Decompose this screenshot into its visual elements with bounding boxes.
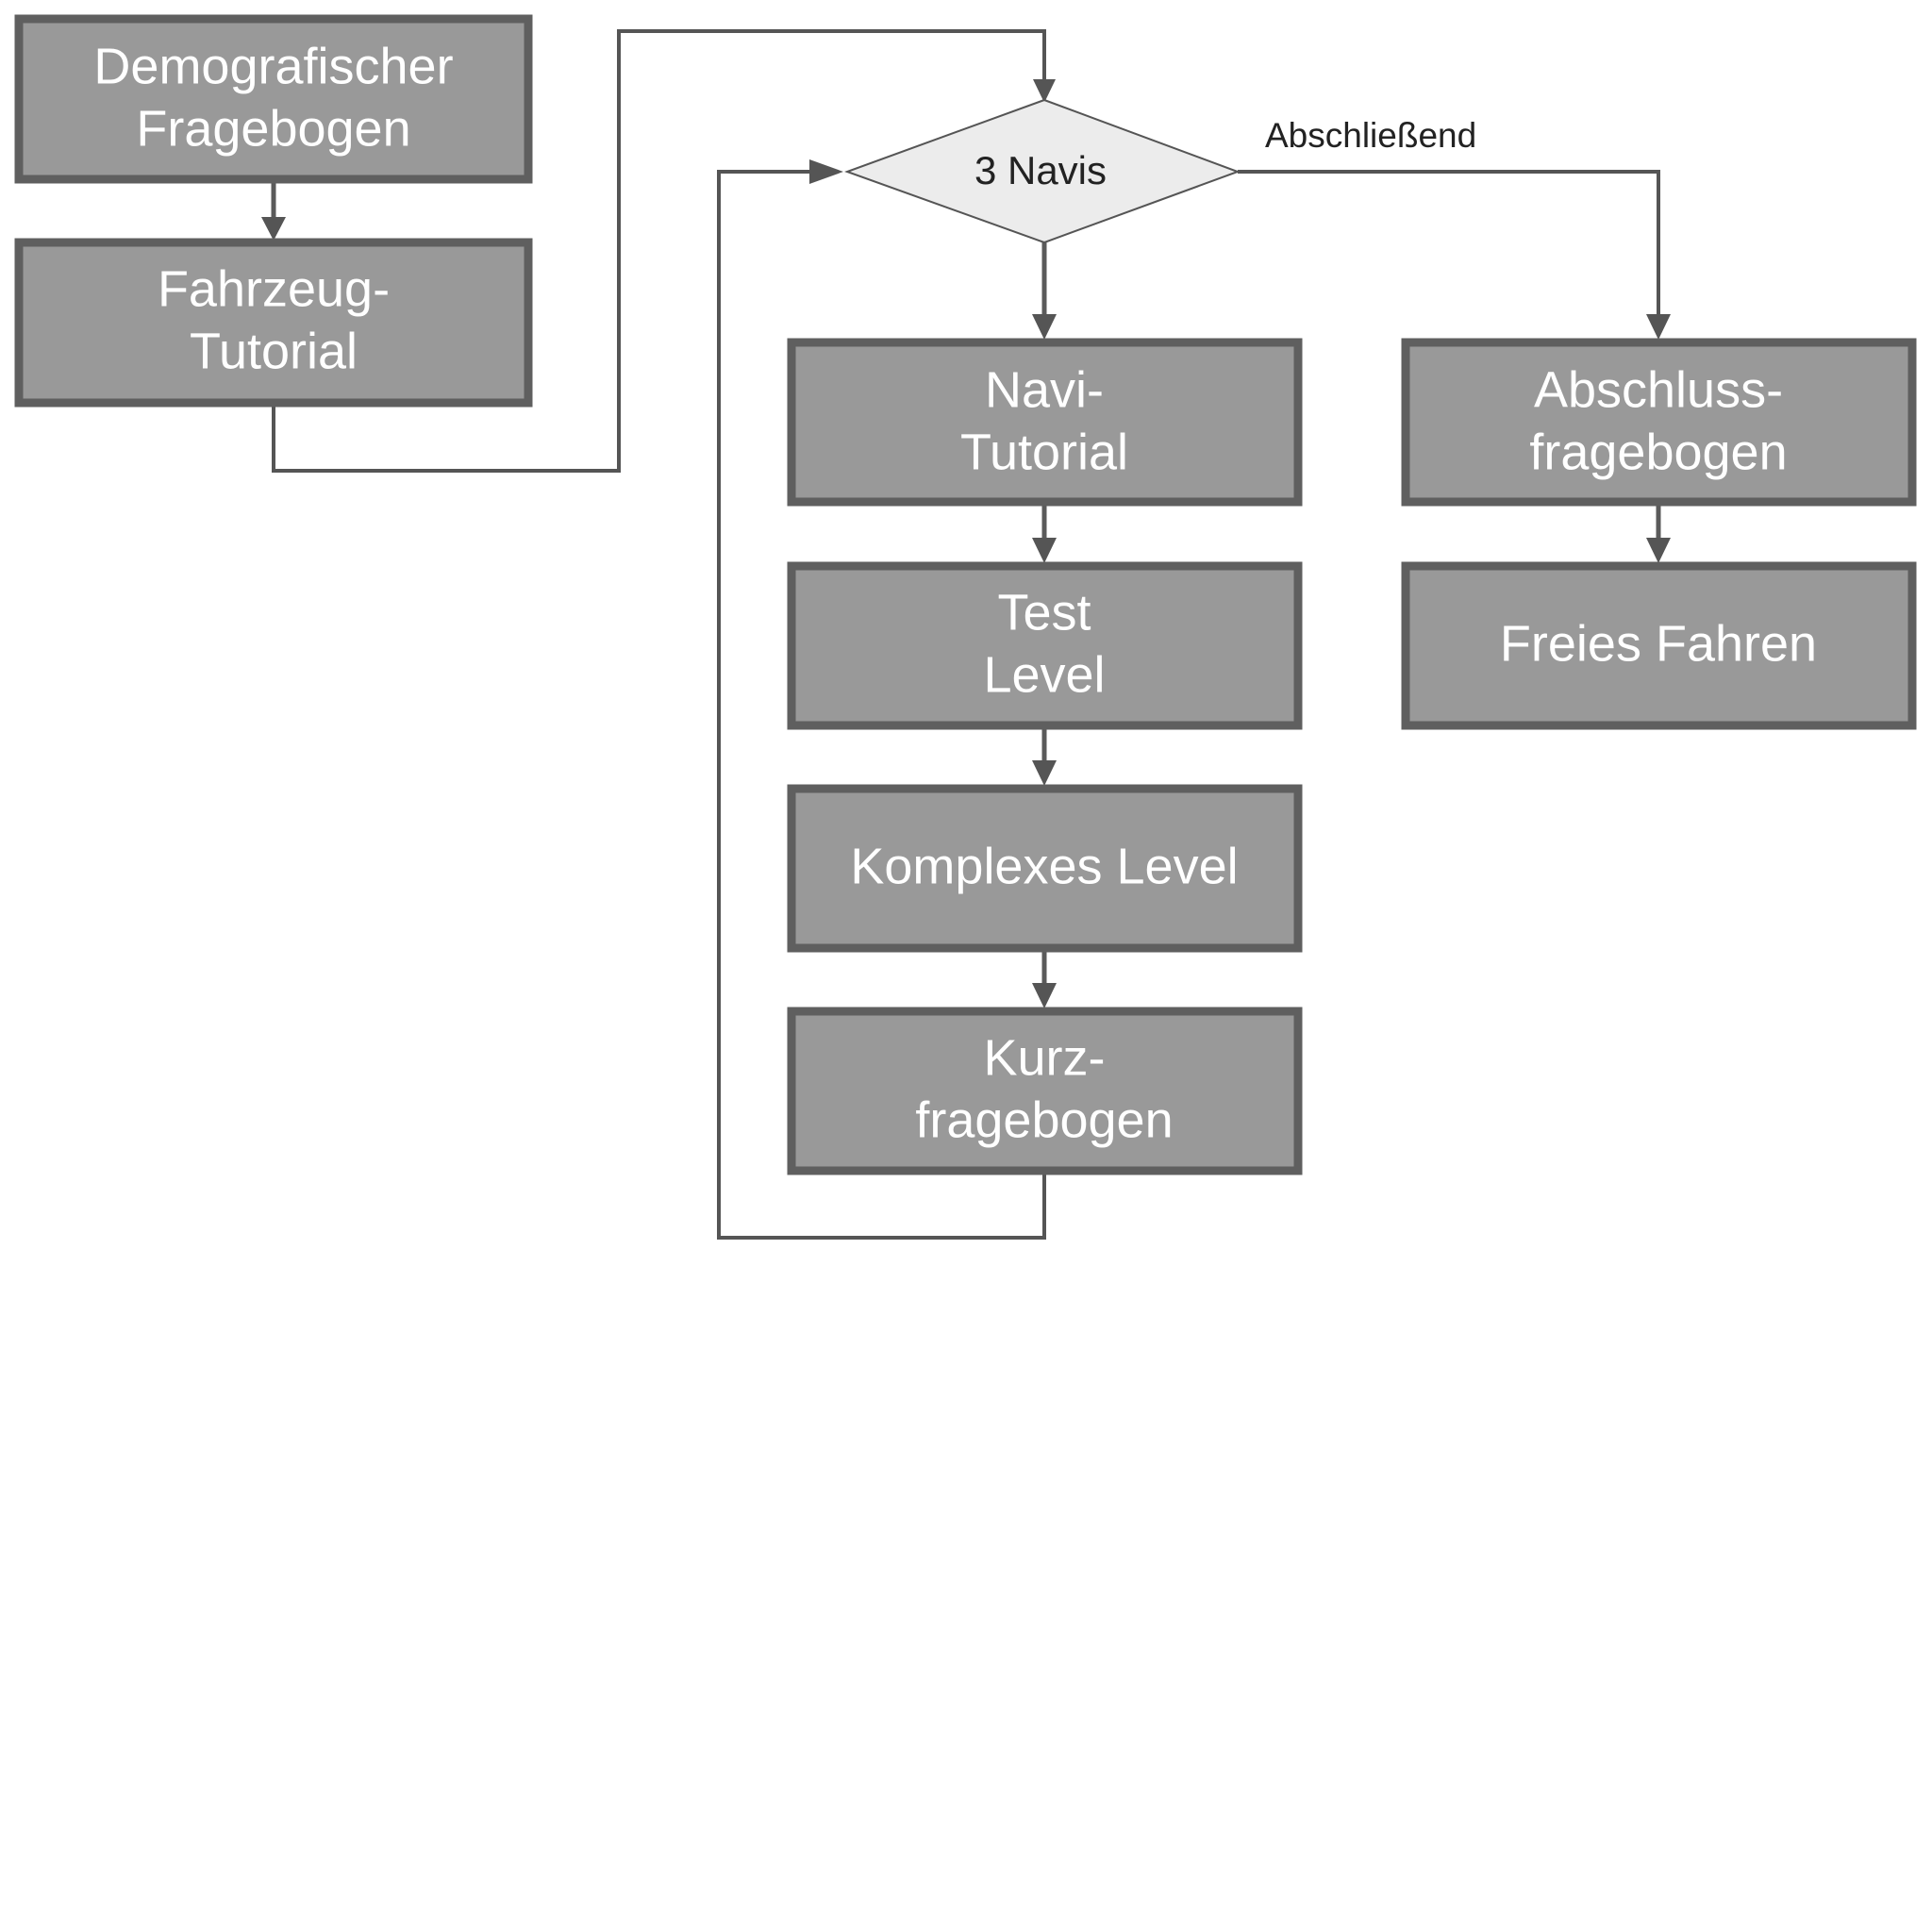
box-test-level [787, 561, 1303, 730]
process-box-test-level: Test Level [787, 561, 1303, 730]
arrow-head-loop-into-decision [809, 159, 843, 184]
box-label-line-2: Fragebogen [136, 100, 410, 157]
box-label-line-2: Tutorial [190, 323, 358, 379]
process-box-abschlussfragebogen: Abschluss- fragebogen [1401, 338, 1917, 507]
box-label-line-1: Abschluss- [1534, 361, 1783, 418]
box-kurzfragebogen [787, 1007, 1303, 1175]
arrow-head-navi-to-test [1032, 538, 1057, 563]
box-label-line-1: Demografischer [93, 38, 453, 94]
process-box-navi-tutorial: Navi- Tutorial [787, 338, 1303, 507]
box-abschlussfragebogen [1401, 338, 1917, 507]
process-box-demografischer-fragebogen: Demografischer Fragebogen [14, 14, 533, 184]
arrow-head-demografisch-to-fahrzeug [261, 217, 286, 241]
decision-label: 3 Navis [974, 148, 1107, 192]
box-label-line-2: fragebogen [1529, 424, 1787, 480]
box-label-line-2: Level [983, 646, 1105, 703]
decision-node: 3 Navis [844, 98, 1241, 244]
process-box-fahrzeug-tutorial: Fahrzeug- Tutorial [14, 238, 533, 408]
arrow-head-test-to-komplexes [1032, 760, 1057, 786]
box-label-line-1: Komplexes Level [850, 838, 1238, 894]
box-label-line-1: Fahrzeug- [158, 260, 390, 317]
process-box-kurzfragebogen: Kurz- fragebogen [787, 1007, 1303, 1175]
arrow-head-into-decision-top [1033, 79, 1056, 103]
connector-decision-to-abschluss [1238, 170, 1660, 323]
connector-fahrzeug-to-decision [272, 29, 1046, 473]
box-freies-fahren [1401, 561, 1917, 730]
box-demografischer-fragebogen [14, 14, 533, 184]
arrow-head-abschluss-to-freies [1646, 538, 1671, 563]
connectors [261, 29, 1671, 1240]
box-navi-tutorial [787, 338, 1303, 507]
box-label-line-2: fragebogen [915, 1091, 1173, 1148]
connector-loop-back [717, 170, 1046, 1240]
process-box-freies-fahren: Freies Fahren [1401, 561, 1917, 730]
box-komplexes-level [787, 784, 1303, 953]
box-label-line-1: Freies Fahren [1500, 615, 1817, 672]
arrow-head-decision-to-abschluss [1646, 314, 1671, 340]
arrow-head-komplexes-to-kurz [1032, 983, 1057, 1008]
box-label-line-2: Tutorial [960, 424, 1128, 480]
box-fahrzeug-tutorial [14, 238, 533, 408]
process-box-komplexes-level: Komplexes Level [787, 784, 1303, 953]
arrow-head-decision-to-navi [1032, 314, 1057, 340]
edge-label-abschliessend: Abschließend [1265, 116, 1476, 155]
box-label-line-1: Kurz- [983, 1029, 1105, 1086]
box-label-line-1: Test [997, 584, 1091, 641]
decision-diamond [844, 98, 1241, 244]
box-label-line-1: Navi- [985, 361, 1104, 418]
